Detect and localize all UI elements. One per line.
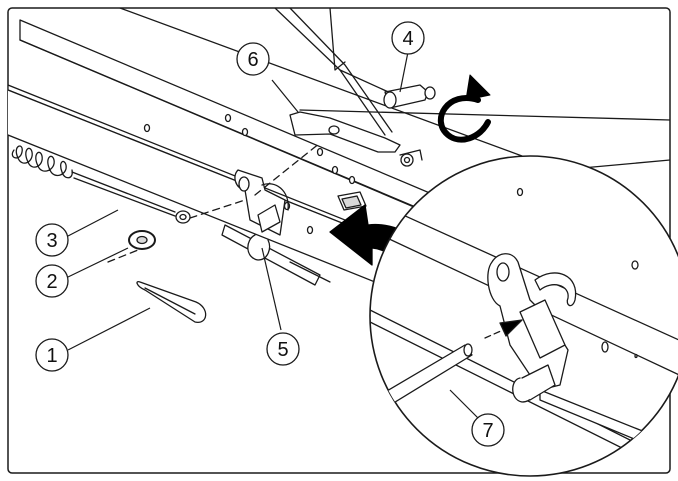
- callout-6: 6: [236, 42, 270, 76]
- callout-4: 4: [391, 21, 425, 55]
- detail-slot: [534, 272, 577, 307]
- svg-text:1: 1: [46, 345, 57, 367]
- bracket-assembly: [234, 169, 289, 261]
- svg-text:3: 3: [46, 230, 57, 252]
- svg-text:5: 5: [277, 339, 288, 361]
- callout-1: 1: [35, 338, 69, 372]
- cotter-pin: [136, 280, 207, 323]
- rotate-arrow-icon: [437, 74, 491, 143]
- lower-rail: [221, 224, 331, 286]
- callout-3: 3: [35, 223, 69, 257]
- callout-7: 7: [471, 413, 505, 447]
- pivot-knob: [383, 84, 436, 109]
- washer: [128, 230, 156, 250]
- callout-5: 5: [266, 332, 300, 366]
- svg-text:4: 4: [402, 28, 413, 50]
- spring: [11, 145, 191, 224]
- leader-lines: [67, 51, 483, 423]
- svg-text:2: 2: [46, 271, 57, 293]
- svg-text:7: 7: [482, 420, 493, 442]
- svg-text:6: 6: [247, 49, 258, 71]
- square-slot: [337, 191, 367, 211]
- chassis-beam: [8, 8, 670, 301]
- detail-holes: [516, 187, 639, 359]
- detail-insert-arrow: [484, 319, 523, 339]
- detail-bracket: [487, 253, 569, 403]
- control-rods: [274, 8, 423, 161]
- detail-magnifier: [369, 155, 678, 477]
- lever-arm: [289, 111, 414, 167]
- callout-2: 2: [35, 264, 69, 298]
